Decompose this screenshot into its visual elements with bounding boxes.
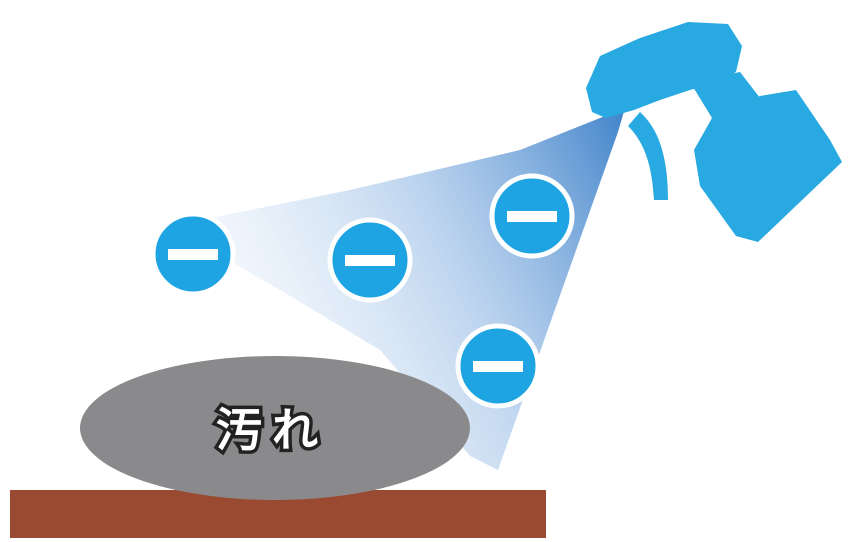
minus-icon (345, 255, 395, 266)
minus-icon (168, 249, 218, 260)
negative-ion (327, 217, 413, 303)
dirt-blob (80, 356, 470, 500)
negative-ion (489, 173, 575, 259)
negative-ion (455, 323, 541, 409)
minus-icon (507, 211, 557, 222)
spray-bottle-icon (586, 22, 842, 242)
negative-ion (150, 211, 236, 297)
dirt-label: 汚れ (216, 403, 328, 457)
minus-icon (473, 361, 523, 372)
